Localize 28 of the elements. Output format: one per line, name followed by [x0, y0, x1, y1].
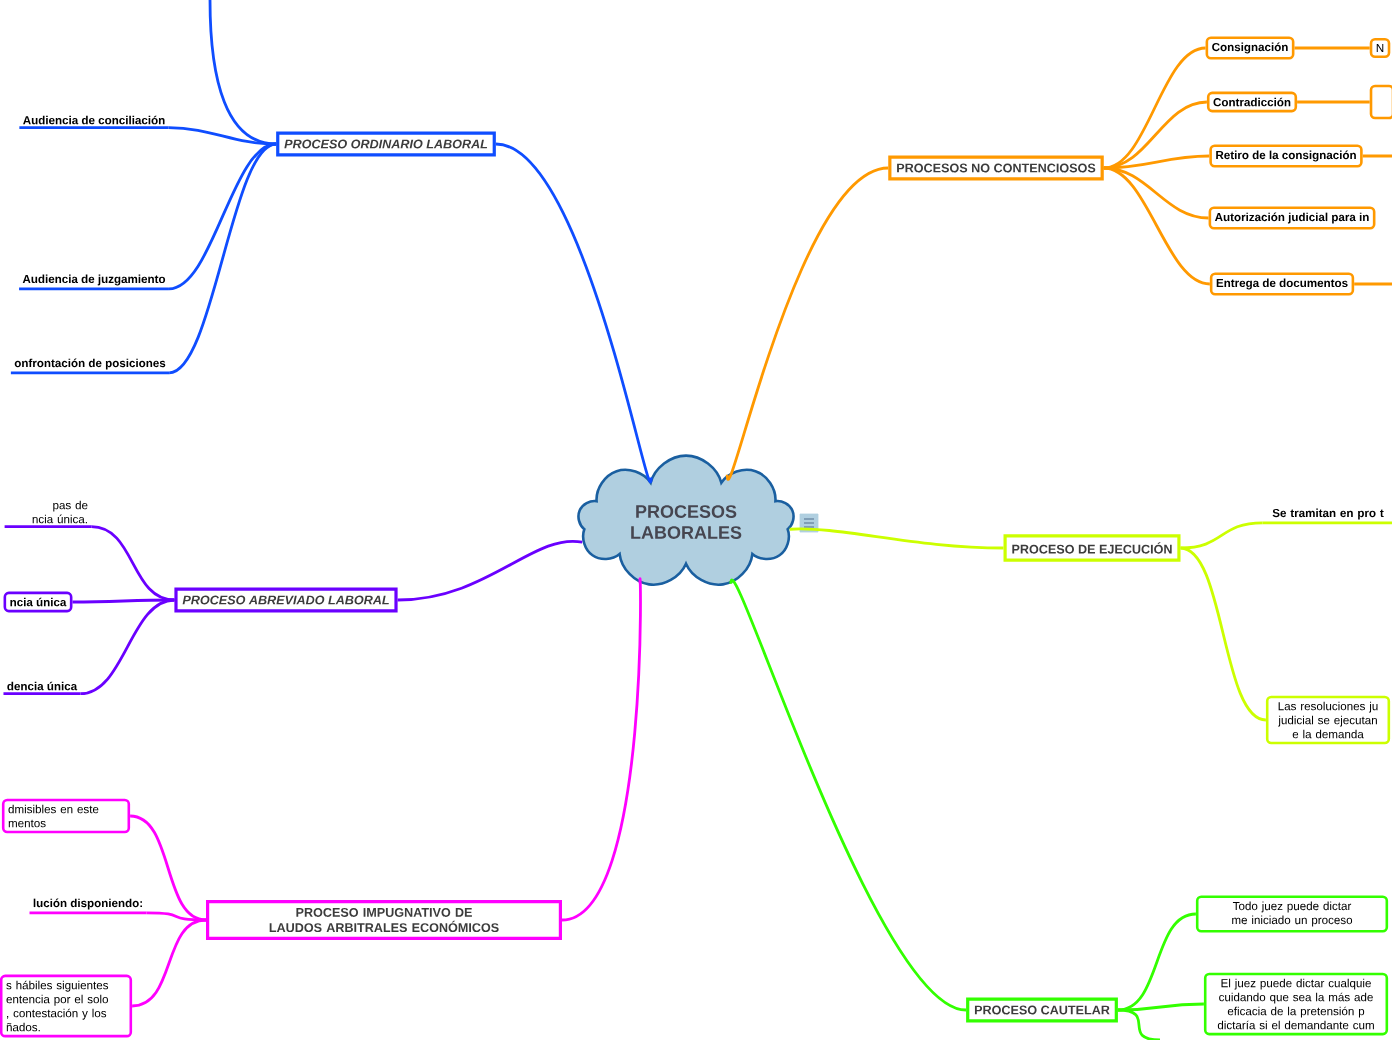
connector	[1117, 912, 1197, 1012]
connector	[1103, 154, 1210, 170]
connector	[1117, 1008, 1161, 1040]
connector	[168, 126, 277, 146]
connector	[789, 527, 1004, 550]
connector	[168, 142, 277, 375]
connector	[1362, 154, 1392, 158]
central-cloud: PROCESOS LABORALES	[577, 454, 795, 586]
connector	[730, 581, 967, 1012]
connector	[1103, 166, 1211, 286]
connector	[1180, 521, 1263, 550]
connector	[1180, 546, 1267, 722]
connector	[495, 142, 653, 482]
connector	[397, 539, 583, 602]
connector	[1354, 282, 1392, 286]
connector	[1297, 100, 1370, 104]
connector	[91, 525, 175, 602]
empty-box	[1369, 84, 1392, 120]
connector	[561, 579, 642, 922]
connector	[1103, 100, 1208, 170]
connector	[208, 0, 277, 146]
connector	[725, 166, 889, 480]
connector	[129, 814, 207, 922]
connector	[80, 598, 175, 696]
connector	[1294, 46, 1370, 50]
connector	[1117, 1002, 1204, 1012]
connector	[168, 142, 277, 291]
connector	[131, 918, 207, 1008]
